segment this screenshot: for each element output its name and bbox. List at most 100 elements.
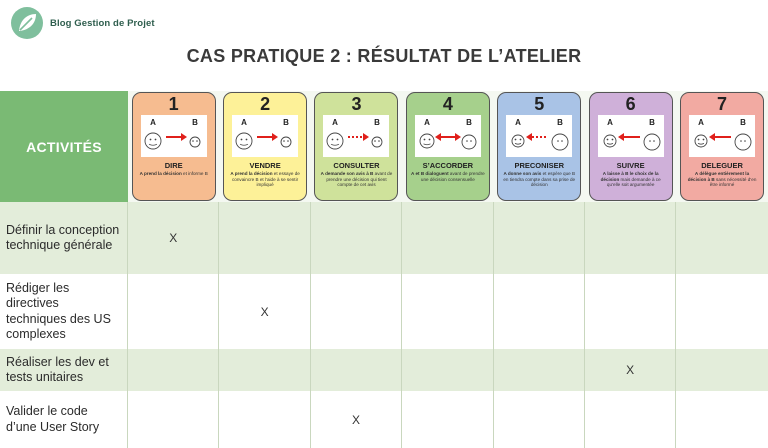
card-description: A prend la décision et essaye de convain… (224, 171, 306, 188)
card-number: 3 (351, 94, 362, 114)
svg-text:B: B (557, 118, 563, 127)
mark-cell: X (311, 391, 403, 448)
brand-name: Blog Gestion de Projet (50, 17, 155, 29)
activities-header: ACTIVITÉS (0, 91, 128, 202)
svg-text:A: A (150, 118, 156, 127)
mark-cell: X (128, 202, 220, 274)
mark-cell (494, 349, 585, 391)
delegation-illustration-icon: A B (232, 115, 299, 157)
card-description-rest: et essaye de convaincre B et l’aide à se… (232, 171, 300, 188)
leaf-logo-icon (11, 7, 43, 39)
card-number: 4 (442, 94, 453, 114)
card-description-bold: A donne son avis (503, 171, 542, 176)
svg-text:A: A (333, 118, 339, 127)
mark-cell (128, 349, 220, 391)
delegation-illustration-icon: A B (689, 115, 756, 157)
mark-cell (219, 349, 311, 391)
mark-cell (219, 391, 311, 448)
svg-text:B: B (649, 118, 655, 127)
card-description-bold: A prend la décision (139, 171, 182, 176)
mark-cell (676, 349, 767, 391)
delegation-illustration-icon: A B (506, 115, 573, 157)
mark-cell (402, 391, 494, 448)
card-description-rest: et informe B (181, 171, 208, 176)
mark-cell (585, 391, 677, 448)
card-description-rest: sans nécessité d’en être informé (709, 176, 757, 188)
card-description-rest: avant de prendre une décision consensuel… (420, 171, 485, 182)
mark-cell (128, 274, 220, 349)
card-description-bold: A laisse à B le choix de la décision (600, 171, 659, 182)
card-number: 2 (260, 94, 271, 114)
card-name: VENDRE (249, 161, 281, 170)
mark-cell (494, 202, 585, 274)
mark-cell (494, 391, 585, 448)
mark-cell (494, 274, 585, 349)
card-description: A délègue entièrement la décision à B sa… (681, 171, 763, 188)
card-description-rest: avant de prendre une décision qui tient … (326, 171, 393, 188)
page-title: CAS PRATIQUE 2 : RÉSULTAT DE L’ATELIER (186, 46, 582, 66)
svg-text:A: A (607, 118, 613, 127)
card-description: A demande son avis à B avant de prendre … (315, 171, 397, 188)
card-description: A et B dialoguent avant de prendre une d… (407, 171, 489, 182)
card-number: 1 (168, 94, 179, 114)
card-name: SUIVRE (616, 161, 645, 170)
mark-cell (402, 349, 494, 391)
card-description: A laisse à B le choix de la décision mai… (590, 171, 672, 188)
card-number: 7 (717, 94, 728, 114)
table-row: Définir la conception technique générale… (0, 202, 768, 274)
activity-label: Rédiger les directives techniques des US… (0, 274, 128, 349)
delegation-illustration-icon: A B (597, 115, 664, 157)
mark-cell (676, 202, 767, 274)
svg-text:B: B (192, 118, 198, 127)
delegation-illustration-icon: A B (414, 115, 481, 157)
svg-text:A: A (515, 118, 521, 127)
delegation-illustration-icon: A B (140, 115, 207, 157)
table-row: Valider le code d’une User Story X (0, 391, 768, 448)
card-description-bold: A prend la décision (230, 171, 273, 176)
mark-cell (128, 391, 220, 448)
activity-label: Réaliser les dev et tests unitaires (0, 349, 128, 391)
mark-cell (676, 274, 767, 349)
svg-text:A: A (241, 118, 247, 127)
card-description: A prend la décision et informe B (136, 171, 212, 177)
svg-text:B: B (283, 118, 289, 127)
card-name: PRECONISER (514, 161, 565, 170)
card-description-rest: et espère que B en tiendra compte dans s… (503, 171, 576, 188)
card-description: A donne son avis et espère que B en tien… (498, 171, 580, 188)
mark-cell: X (219, 274, 311, 349)
mark-cell (311, 202, 403, 274)
svg-text:B: B (740, 118, 746, 127)
brand[interactable]: Blog Gestion de Projet (10, 6, 155, 40)
card-name: S’ACCORDER (422, 161, 474, 170)
svg-text:B: B (375, 118, 381, 127)
card-name: DELEGUER (701, 161, 743, 170)
card-name: CONSULTER (333, 161, 380, 170)
activity-label: Définir la conception technique générale (0, 202, 128, 274)
card-description-bold: A délègue entièrement la décision à B (687, 171, 750, 182)
svg-text:B: B (466, 118, 472, 127)
svg-text:A: A (698, 118, 704, 127)
card-description-rest: mais demande à ce qu’elle soit argumenté… (606, 176, 661, 188)
mark-cell (311, 274, 403, 349)
activity-label: Valider le code d’une User Story (0, 391, 128, 448)
mark-cell (311, 349, 403, 391)
mark-cell (676, 391, 767, 448)
card-description-bold: A et B dialoguent (411, 171, 449, 176)
card-description-bold: A demande son avis à B (320, 171, 374, 176)
mark-cell (219, 202, 311, 274)
